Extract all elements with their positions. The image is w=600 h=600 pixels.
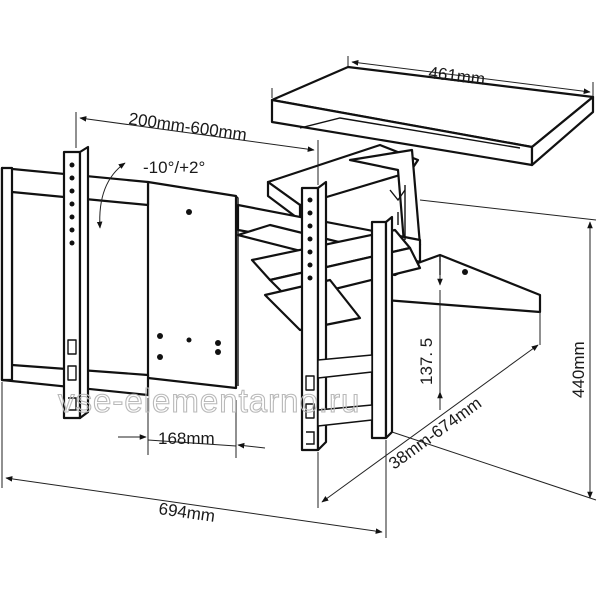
dimension-lines	[1, 56, 597, 538]
arm-span-label: 200mm-600mm	[127, 109, 248, 144]
plate-width-label: 168mm	[158, 429, 215, 448]
watermark: vse-elementarno.ru	[58, 382, 360, 419]
tv-frame	[0, 166, 150, 397]
total-width-label: 694mm	[157, 499, 216, 526]
vesa-plate	[146, 180, 239, 390]
left-bracket	[62, 145, 90, 420]
total-height-label: 440mm	[569, 341, 588, 398]
extension-label: 38mm-674mm	[385, 393, 485, 473]
tilt-label: -10°/+2°	[143, 158, 205, 177]
offset-height-label: 137. 5	[417, 338, 436, 385]
